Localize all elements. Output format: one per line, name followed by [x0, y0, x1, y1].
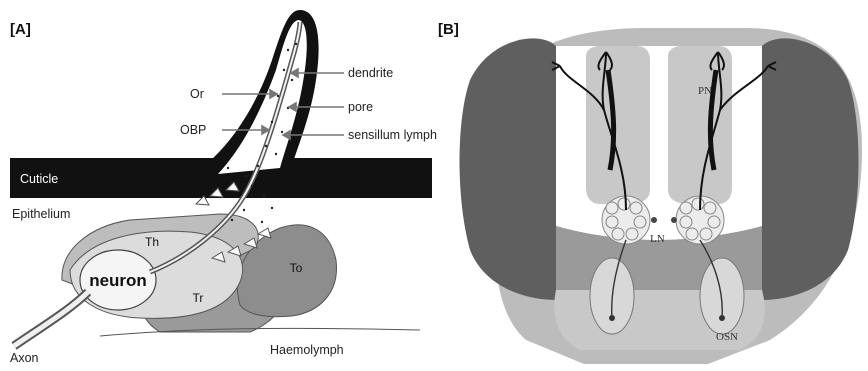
- label-osn: OSN: [716, 331, 738, 343]
- ln-cell-left: [651, 217, 657, 223]
- left-eye: [460, 38, 557, 300]
- right-osn-cell: [719, 315, 725, 321]
- label-axon: Axon: [10, 351, 39, 365]
- label-dendrite: dendrite: [348, 66, 393, 80]
- label-th: Th: [145, 235, 159, 249]
- panel-b: [B]: [438, 21, 862, 364]
- label-ln: LN: [650, 233, 665, 245]
- right-eye: [762, 38, 859, 300]
- label-epithelium: Epithelium: [12, 207, 70, 221]
- basement-membrane: [100, 328, 420, 336]
- panel-a-label: [A]: [10, 21, 31, 38]
- label-or: Or: [190, 87, 204, 101]
- left-osn-cell: [609, 315, 615, 321]
- label-cuticle: Cuticle: [20, 172, 58, 186]
- label-haemolymph: Haemolymph: [270, 343, 344, 357]
- panel-b-label: [B]: [438, 21, 459, 38]
- label-to: To: [290, 261, 303, 275]
- label-neuron: neuron: [89, 271, 147, 290]
- label-pore: pore: [348, 100, 373, 114]
- panel-a: [A]: [10, 10, 437, 365]
- label-sensillum-lymph: sensillum lymph: [348, 128, 437, 142]
- left-mushroom-body: [586, 46, 650, 204]
- axon-core: [14, 292, 88, 346]
- ln-cell-right: [671, 217, 677, 223]
- label-tr: Tr: [193, 291, 204, 305]
- label-obp: OBP: [180, 123, 206, 137]
- label-pn: PN: [698, 85, 712, 97]
